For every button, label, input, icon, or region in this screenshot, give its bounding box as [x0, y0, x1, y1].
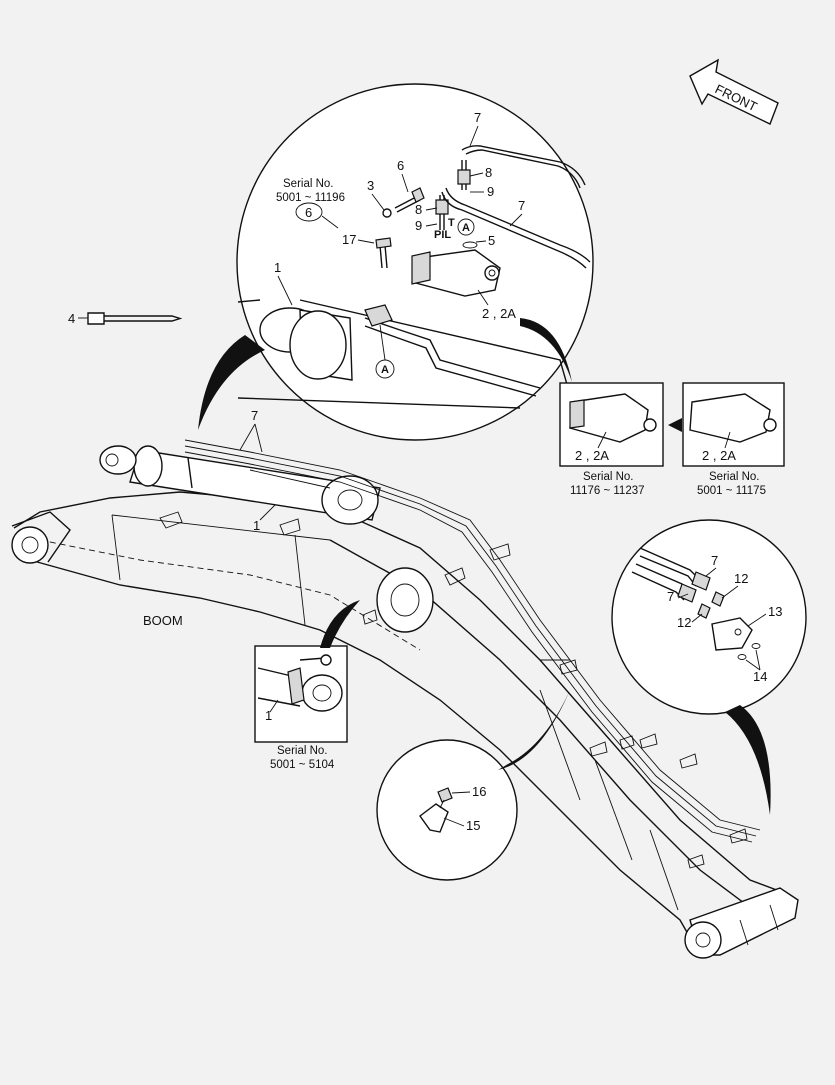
callout-16: 16: [472, 784, 486, 799]
serial-label-top: Serial No.: [283, 178, 334, 190]
arm-cylinder: [99, 439, 761, 843]
callout-12-r2: 12: [677, 615, 691, 630]
callout-3: 3: [367, 178, 374, 193]
serial-range-valve-new: 11176 ~ 11237: [570, 485, 645, 497]
boom-structure: [11, 491, 799, 959]
serial-range-valve-old: 5001 ~ 11175: [697, 485, 766, 497]
callout-13: 13: [768, 604, 782, 619]
port-pil-label: PIL: [434, 229, 451, 241]
callout-5: 5: [488, 233, 495, 248]
callout-14: 14: [753, 669, 767, 684]
detail-circle-right: 7 7 12 12 13 14: [611, 519, 807, 715]
circle-a-bottom: A: [381, 364, 389, 376]
detail-circle-bottom: 16 15: [376, 739, 518, 881]
callout-9-top: 9: [487, 184, 494, 199]
front-arrow-icon: FRONT: [689, 58, 779, 125]
callout-7-r1: 7: [711, 553, 718, 568]
callout-6-circle-icon: [295, 202, 323, 222]
cable-tie-part: 4: [68, 311, 183, 326]
triangle-pointer-icon: [668, 418, 682, 432]
circle-a-top: A: [462, 222, 470, 234]
circle-a-top-icon: [457, 218, 475, 236]
callout-2-2a-new: 2 , 2A: [575, 448, 609, 463]
callout-7-boom: 7: [251, 408, 258, 423]
callout-17: 17: [342, 232, 356, 247]
callout-7-r2: 7: [667, 589, 674, 604]
detail-circle-top: [198, 83, 594, 441]
callout-8-mid: 8: [415, 202, 422, 217]
cylinder-detail-box: 1: [254, 645, 348, 743]
port-t-label: T: [448, 217, 455, 229]
valve-frame-old: 2 , 2A: [682, 382, 785, 467]
serial-label-cyl: Serial No.: [277, 745, 328, 757]
serial-label-valve-new: Serial No.: [583, 471, 634, 483]
callout-15: 15: [466, 818, 480, 833]
callout-6: 6: [397, 158, 404, 173]
callout-2-2a-top: 2 , 2A: [482, 306, 516, 321]
serial-range-top: 5001 ~ 11196: [276, 192, 345, 204]
callout-12-r1: 12: [734, 571, 748, 586]
callout-1-cyl: 1: [265, 708, 272, 723]
callout-4: 4: [68, 311, 75, 326]
callout-2-2a-old: 2 , 2A: [702, 448, 736, 463]
callout-7-right: 7: [518, 198, 525, 213]
callout-6-circled: 6: [305, 205, 312, 220]
callout-1-boom: 1: [253, 518, 260, 533]
valve-frame-new: 2 , 2A: [559, 382, 664, 467]
callout-7-top: 7: [474, 110, 481, 125]
serial-label-valve-old: Serial No.: [709, 471, 760, 483]
callout-9-mid: 9: [415, 218, 422, 233]
callout-1-detail: 1: [274, 260, 281, 275]
serial-range-cyl: 5001 ~ 5104: [270, 759, 335, 771]
boom-label: BOOM: [143, 613, 183, 628]
callout-8-top: 8: [485, 165, 492, 180]
